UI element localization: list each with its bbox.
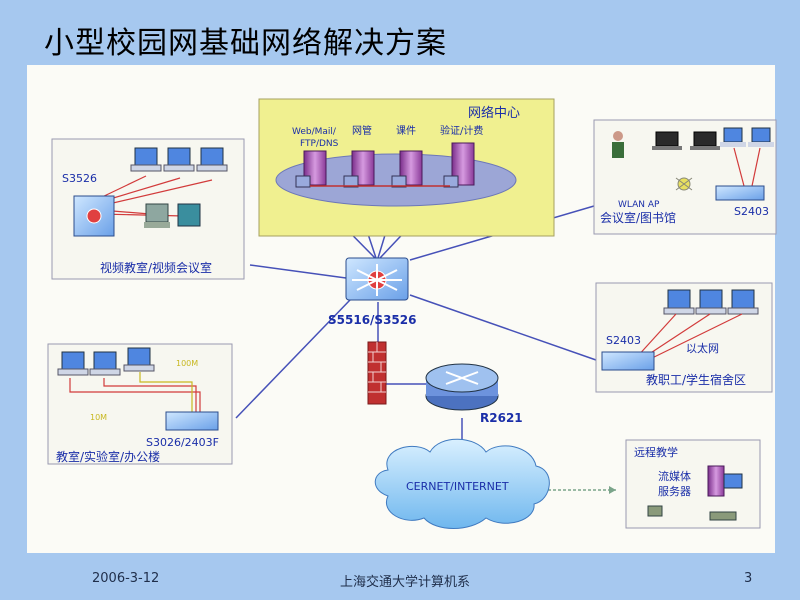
classroom-pc-1 [57,351,89,376]
video-room-panel [51,138,245,280]
video-tv-icon [177,203,201,227]
video-switch-label: S3526 [62,172,97,185]
video-pc-2 [163,147,195,172]
remote-server-label-line2: 服务器 [658,485,691,498]
arrow-remote [609,486,616,494]
library-user-icon [612,131,624,158]
cloud-label: CERNET/INTERNET [406,480,509,493]
server-label-web-line2: FTP/DNS [300,139,339,149]
classroom-pc-2 [89,351,121,376]
library-laptop-1 [652,131,682,150]
link-video-core [249,264,347,279]
network-center [258,98,555,237]
server-label-mgmt: 网管 [352,124,372,137]
dorm-panel [595,282,773,393]
video-pc-1 [130,147,162,172]
remote-title: 远程教学 [634,445,678,459]
classroom-switch-label: S3026/2403F [146,436,219,449]
dorm-ethernet-label: 以太网 [686,342,719,355]
server-courseware [391,150,423,188]
link-classroom-core [235,299,351,419]
router-icon [425,363,499,411]
dorm-switch-label: S2403 [606,334,641,347]
classroom-panel [47,343,233,465]
server-auth-billing [443,142,475,188]
server-label-courseware: 课件 [396,125,416,137]
remote-server-label-line1: 流媒体 [658,469,691,483]
classroom-label: 教室/实验室/办公楼 [56,449,160,464]
library-pc-2 [748,127,774,147]
classroom-pc-3 [123,347,155,372]
library-panel [593,119,777,235]
library-pc-1 [720,127,746,147]
dorm-pc-3 [727,289,759,315]
link-dorm-core [409,294,597,361]
footer-date: 2006-3-12 [92,571,160,586]
core-switch-label: S5516/S3526 [328,313,416,327]
library-label: 会议室/图书馆 [600,210,676,225]
classroom-switch-icon [165,411,219,431]
wlan-ap-icon [675,177,693,191]
server-web-mail [295,150,327,188]
dorm-pc-1 [663,289,695,315]
remote-device-1 [647,505,663,517]
remote-panel [625,439,761,529]
server-label-web-line1: Web/Mail/ [292,127,337,137]
streaming-server-icon [707,465,743,497]
server-network-mgmt [343,150,375,188]
internet-cloud [374,438,550,529]
wlan-ap-label: WLAN AP [618,200,660,210]
page-number: 3 [744,571,753,586]
remote-server-label: 流媒体 服务器 [658,469,695,498]
core-switch-icon [345,257,409,301]
library-laptop-2 [690,131,720,150]
dorm-switch-icon [601,351,655,371]
video-camera-icon [144,203,170,228]
video-pc-3 [196,147,228,172]
dorm-pc-2 [695,289,727,315]
classroom-100m-label: 100M [176,359,198,368]
server-label-web: Web/Mail/ FTP/DNS [292,127,339,149]
server-label-auth: 验证/计费 [440,124,483,137]
video-switch-icon [73,195,115,237]
firewall-icon [367,341,387,405]
library-switch-label: S2403 [734,205,769,218]
video-room-label: 视频教室/视频会议室 [100,260,212,275]
network-center-title: 网络中心 [468,105,520,121]
classroom-10m-label: 10M [90,413,107,422]
footer-organization: 上海交通大学计算机系 [340,575,471,590]
slide-title: 小型校园网基础网络解决方案 [44,26,447,61]
router-label: R2621 [480,411,523,425]
remote-device-2 [709,511,737,521]
library-switch-icon [715,185,765,201]
dorm-label: 教职工/学生宿舍区 [646,372,746,387]
